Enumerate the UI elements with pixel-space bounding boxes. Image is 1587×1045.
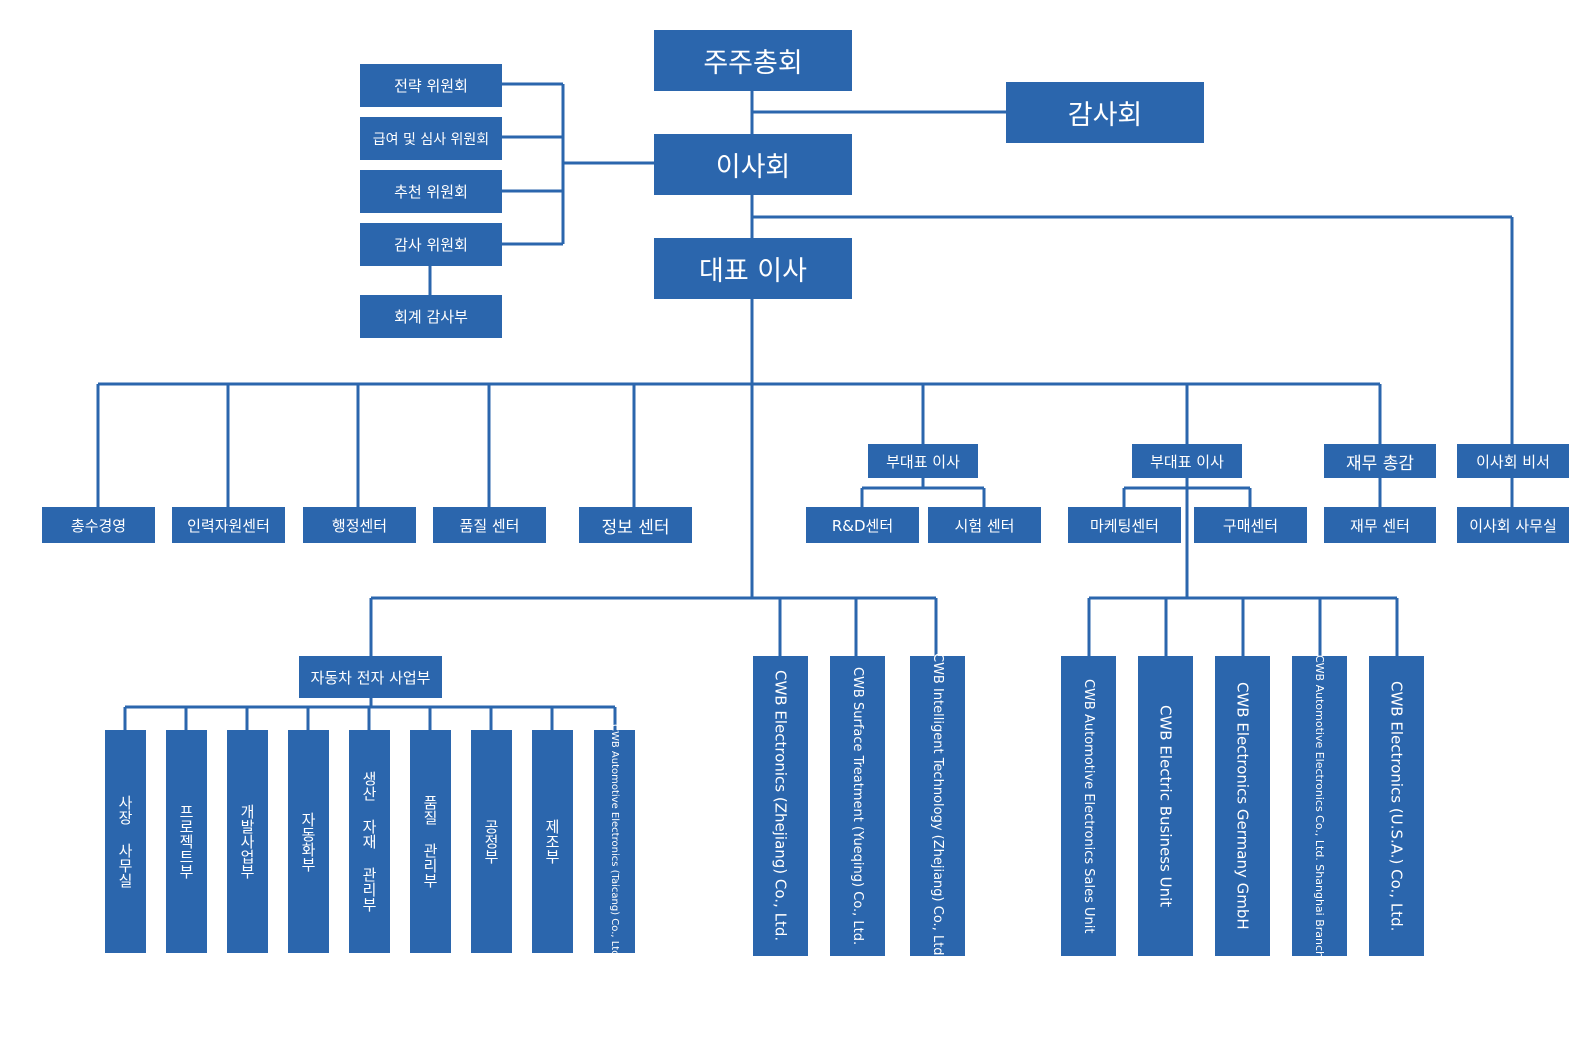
cfo-label: 재무 총감 — [1346, 453, 1414, 474]
purchasing-center-label: 구매센터 — [1222, 516, 1279, 535]
subsidiary-box: CWB Surface Treatment (Yueqing) Co., Ltd… — [830, 656, 885, 956]
subsidiary-box: CWB Electronics (U.S.A.) Co., Ltd. — [1369, 656, 1424, 956]
board-label: 이사회 — [715, 152, 791, 183]
board-secretary-label: 이사회 비서 — [1476, 452, 1550, 471]
subsidiary-box: CWB Electronics Germany GmbH — [1215, 656, 1270, 956]
nomination-committee-label: 추천 위원회 — [394, 183, 468, 201]
shareholders-meeting-label: 주주총회 — [703, 48, 803, 79]
dept-label: CWB Automotive Electronics (Taicang) Co.… — [609, 723, 620, 960]
marketing-center-box: 마케팅센터 — [1068, 507, 1181, 543]
dept-label: 개발사업부 — [238, 804, 256, 879]
dept-label: 생산 자재 관리부 — [360, 771, 378, 912]
hr-center-label: 인력자원센터 — [187, 516, 270, 535]
ceo-box: 대표 이사 — [654, 238, 852, 299]
subsidiary-box: CWB Automotive Electronics Sales Unit — [1061, 656, 1116, 956]
board-office-box: 이사회 사무실 — [1457, 507, 1569, 543]
purchasing-center-box: 구매센터 — [1194, 507, 1307, 543]
automotive-dept-box: 프로젝트부 — [166, 730, 207, 953]
info-center-label: 정보 센터 — [601, 517, 670, 538]
automotive-dept-box: 제조부 — [532, 730, 573, 953]
subsidiary-label: CWB Surface Treatment (Yueqing) Co., Ltd… — [850, 666, 865, 946]
dept-label: 프로젝트부 — [177, 804, 195, 879]
compensation-committee-box: 급여 및 심사 위원회 — [360, 117, 502, 160]
subsidiary-label: CWB Intelligent Technology (Zhejiang) Co… — [930, 652, 945, 960]
quality-center-label: 품질 센터 — [459, 516, 520, 535]
automotive-dept-box: CWB Automotive Electronics (Taicang) Co.… — [594, 724, 635, 959]
subsidiary-box: CWB Electric Business Unit — [1138, 656, 1193, 956]
subsidiary-label: CWB Automotive Electronics Sales Unit — [1081, 678, 1096, 934]
general-management-label: 총수경영 — [70, 516, 127, 535]
shareholders-meeting-box: 주주총회 — [654, 30, 852, 91]
ceo-label: 대표 이사 — [699, 256, 807, 287]
strategy-committee-label: 전략 위원회 — [394, 77, 468, 95]
automotive-division-box: 자동차 전자 사업부 — [299, 656, 442, 698]
vice-ceo-rd-label: 부대표 이사 — [886, 452, 960, 471]
automotive-dept-box: 품질 관리부 — [410, 730, 451, 953]
nomination-committee-box: 추천 위원회 — [360, 170, 502, 213]
accounting-audit-label: 회계 감사부 — [394, 308, 468, 326]
subsidiary-label: CWB Electronics (U.S.A.) Co., Ltd. — [1387, 680, 1406, 932]
audit-committee-label: 감사 위원회 — [394, 236, 468, 254]
strategy-committee-box: 전략 위원회 — [360, 64, 502, 107]
hr-center-box: 인력자원센터 — [172, 507, 285, 543]
auditors-label: 감사회 — [1067, 100, 1143, 131]
board-secretary-box: 이사회 비서 — [1457, 444, 1569, 478]
vice-ceo-marketing-box: 부대표 이사 — [1132, 444, 1242, 478]
dept-label: 사장 사무실 — [116, 795, 134, 888]
subsidiary-label: CWB Automotive Electronics Co., Ltd. Sha… — [1313, 654, 1326, 958]
board-box: 이사회 — [654, 134, 852, 195]
finance-center-box: 재무 센터 — [1324, 507, 1436, 543]
dept-label: 자동화부 — [299, 811, 317, 872]
subsidiary-box: CWB Intelligent Technology (Zhejiang) Co… — [910, 653, 965, 959]
info-center-box: 정보 센터 — [579, 507, 692, 543]
quality-center-box: 품질 센터 — [433, 507, 546, 543]
automotive-dept-box: 생산 자재 관리부 — [349, 730, 390, 953]
board-office-label: 이사회 사무실 — [1469, 516, 1557, 535]
accounting-audit-box: 회계 감사부 — [360, 295, 502, 338]
admin-center-box: 행정센터 — [303, 507, 416, 543]
automotive-dept-box: 공정부 — [471, 730, 512, 953]
rd-center-label: R&D센터 — [831, 516, 894, 535]
automotive-dept-box: 사장 사무실 — [105, 730, 146, 953]
general-management-box: 총수경영 — [42, 507, 155, 543]
automotive-dept-box: 자동화부 — [288, 730, 329, 953]
subsidiary-label: CWB Electronics Germany GmbH — [1233, 682, 1252, 930]
rd-center-box: R&D센터 — [806, 507, 919, 543]
vice-ceo-rd-box: 부대표 이사 — [868, 444, 978, 478]
subsidiary-label: CWB Electric Business Unit — [1156, 704, 1175, 908]
subsidiary-box: CWB Electronics (Zhejiang) Co., Ltd. — [753, 656, 808, 956]
marketing-center-label: 마케팅센터 — [1089, 516, 1159, 535]
subsidiary-box: CWB Automotive Electronics Co., Ltd. Sha… — [1292, 654, 1347, 958]
dept-label: 공정부 — [482, 819, 500, 864]
vice-ceo-marketing-label: 부대표 이사 — [1150, 452, 1224, 471]
test-center-label: 시험 센터 — [954, 516, 1015, 535]
test-center-box: 시험 센터 — [928, 507, 1041, 543]
audit-committee-box: 감사 위원회 — [360, 223, 502, 266]
dept-label: 제조부 — [543, 819, 561, 864]
automotive-dept-box: 개발사업부 — [227, 730, 268, 953]
admin-center-label: 행정센터 — [331, 516, 388, 535]
cfo-box: 재무 총감 — [1324, 444, 1436, 478]
finance-center-label: 재무 센터 — [1350, 516, 1410, 535]
subsidiary-label: CWB Electronics (Zhejiang) Co., Ltd. — [771, 670, 790, 942]
automotive-division-label: 자동차 전자 사업부 — [310, 668, 431, 687]
dept-label: 품질 관리부 — [421, 795, 439, 888]
auditors-box: 감사회 — [1006, 82, 1204, 143]
compensation-committee-label: 급여 및 심사 위원회 — [372, 131, 490, 148]
